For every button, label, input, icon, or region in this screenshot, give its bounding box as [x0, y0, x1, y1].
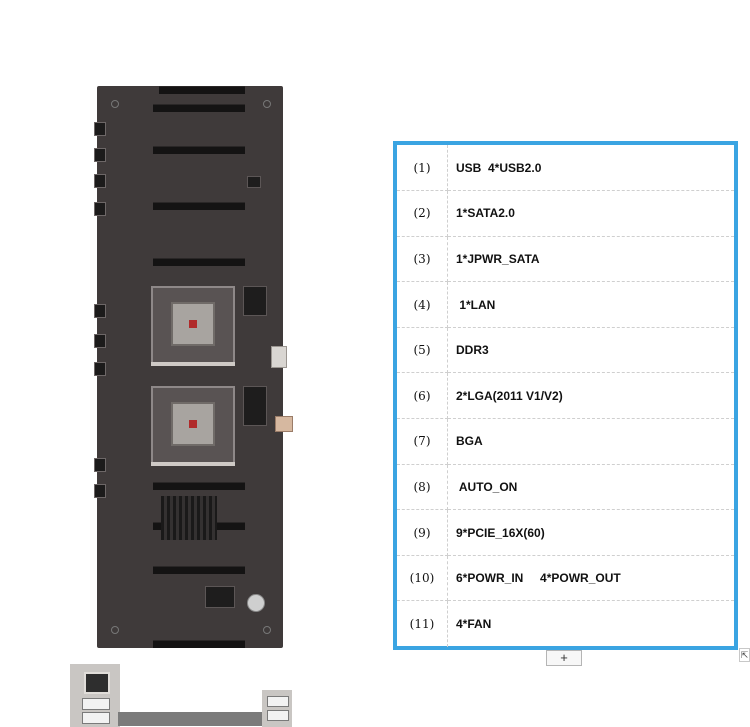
mounting-hole: [263, 100, 271, 108]
row-value[interactable]: 4*FAN: [456, 616, 492, 631]
row-number: (6): [397, 372, 448, 420]
pcie-slot: [153, 202, 245, 210]
cpu-socket: [151, 386, 235, 466]
table-row: (5)DDR3: [397, 327, 734, 374]
row-number: (1): [397, 145, 448, 192]
row-number: (3): [397, 236, 448, 283]
io-ports-right: [262, 690, 292, 727]
power-connector: [94, 334, 106, 348]
pcie-slot: [153, 146, 245, 154]
socket-lever: [151, 362, 235, 366]
motherboard-pcb: [94, 86, 293, 648]
row-value[interactable]: 6*POWR_IN 4*POWR_OUT: [447, 555, 734, 602]
power-connector: [94, 202, 106, 216]
socket-marker: [189, 420, 197, 428]
row-number: (11): [397, 600, 448, 647]
table-row: (10)6*POWR_IN 4*POWR_OUT: [397, 555, 734, 602]
power-connector: [94, 458, 106, 472]
pcie-slot: [153, 104, 245, 112]
mounting-hole: [111, 100, 119, 108]
table-row: (9)9*PCIE_16X(60): [397, 509, 734, 556]
add-row-button[interactable]: +: [546, 650, 582, 666]
table-row: (2)1*SATA2.0: [397, 190, 734, 237]
power-connector: [94, 148, 106, 162]
row-number: (8): [397, 464, 448, 511]
power-connector: [94, 362, 106, 376]
power-connector: [94, 484, 106, 498]
pcie-slot: [159, 86, 245, 94]
table-row: (6)2*LGA(2011 V1/V2): [397, 372, 734, 420]
row-value[interactable]: 9*PCIE_16X(60): [447, 509, 734, 556]
row-number: (4): [397, 281, 448, 328]
chip: [205, 586, 235, 608]
row-value[interactable]: BGA: [447, 418, 734, 465]
socket-lever: [151, 462, 235, 466]
io-bracket: [118, 712, 268, 726]
spec-table: (1)USB 4*USB2.0(2)1*SATA2.0(3)1*JPWR_SAT…: [397, 145, 734, 647]
sata-connector: [275, 416, 293, 432]
mounting-hole: [111, 626, 119, 634]
chip: [243, 386, 267, 426]
usb-connector: [271, 346, 287, 368]
table-row: (11) 4*FAN: [397, 600, 734, 647]
pcie-slot: [153, 258, 245, 266]
pcie-slot: [153, 566, 245, 574]
cmos-battery: [247, 594, 265, 612]
chip: [247, 176, 261, 188]
usb-port: [267, 710, 289, 721]
row-number: (2): [397, 190, 448, 237]
power-connector: [94, 304, 106, 318]
row-value[interactable]: AUTO_ON: [447, 464, 734, 511]
table-row: (8) AUTO_ON: [397, 464, 734, 511]
io-ports-left: [70, 664, 120, 727]
spec-table-frame[interactable]: (1)USB 4*USB2.0(2)1*SATA2.0(3)1*JPWR_SAT…: [393, 141, 738, 650]
pcie-slot: [153, 640, 245, 648]
usb-port: [267, 696, 289, 707]
pcie-slot: [153, 482, 245, 490]
row-value[interactable]: USB 4*USB2.0: [447, 145, 734, 192]
row-value[interactable]: 1*LAN: [447, 281, 734, 328]
resize-corner-icon[interactable]: ⇱: [739, 648, 750, 662]
row-value[interactable]: 2*LGA(2011 V1/V2): [447, 372, 734, 420]
cpu-socket: [151, 286, 235, 366]
socket-marker: [189, 320, 197, 328]
chip: [243, 286, 267, 316]
power-connector: [94, 174, 106, 188]
mounting-hole: [263, 626, 271, 634]
table-row: (7)BGA: [397, 418, 734, 465]
row-number: (9): [397, 509, 448, 556]
motherboard-image: [0, 60, 390, 727]
row-number: (10): [397, 555, 448, 602]
chipset-heatsink: [161, 496, 217, 540]
table-row: (4) 1*LAN: [397, 281, 734, 328]
usb-port: [82, 698, 110, 710]
row-value[interactable]: DDR3: [447, 327, 734, 374]
row-value[interactable]: 1*JPWR_SATA: [447, 236, 734, 283]
table-row: (1)USB 4*USB2.0: [397, 145, 734, 192]
lan-port: [84, 672, 110, 694]
power-connector: [94, 122, 106, 136]
table-row: (3)1*JPWR_SATA: [397, 236, 734, 283]
row-number: (5): [397, 327, 448, 374]
row-value[interactable]: 1*SATA2.0: [447, 190, 734, 237]
usb-port: [82, 712, 110, 724]
row-number: (7): [397, 418, 448, 465]
